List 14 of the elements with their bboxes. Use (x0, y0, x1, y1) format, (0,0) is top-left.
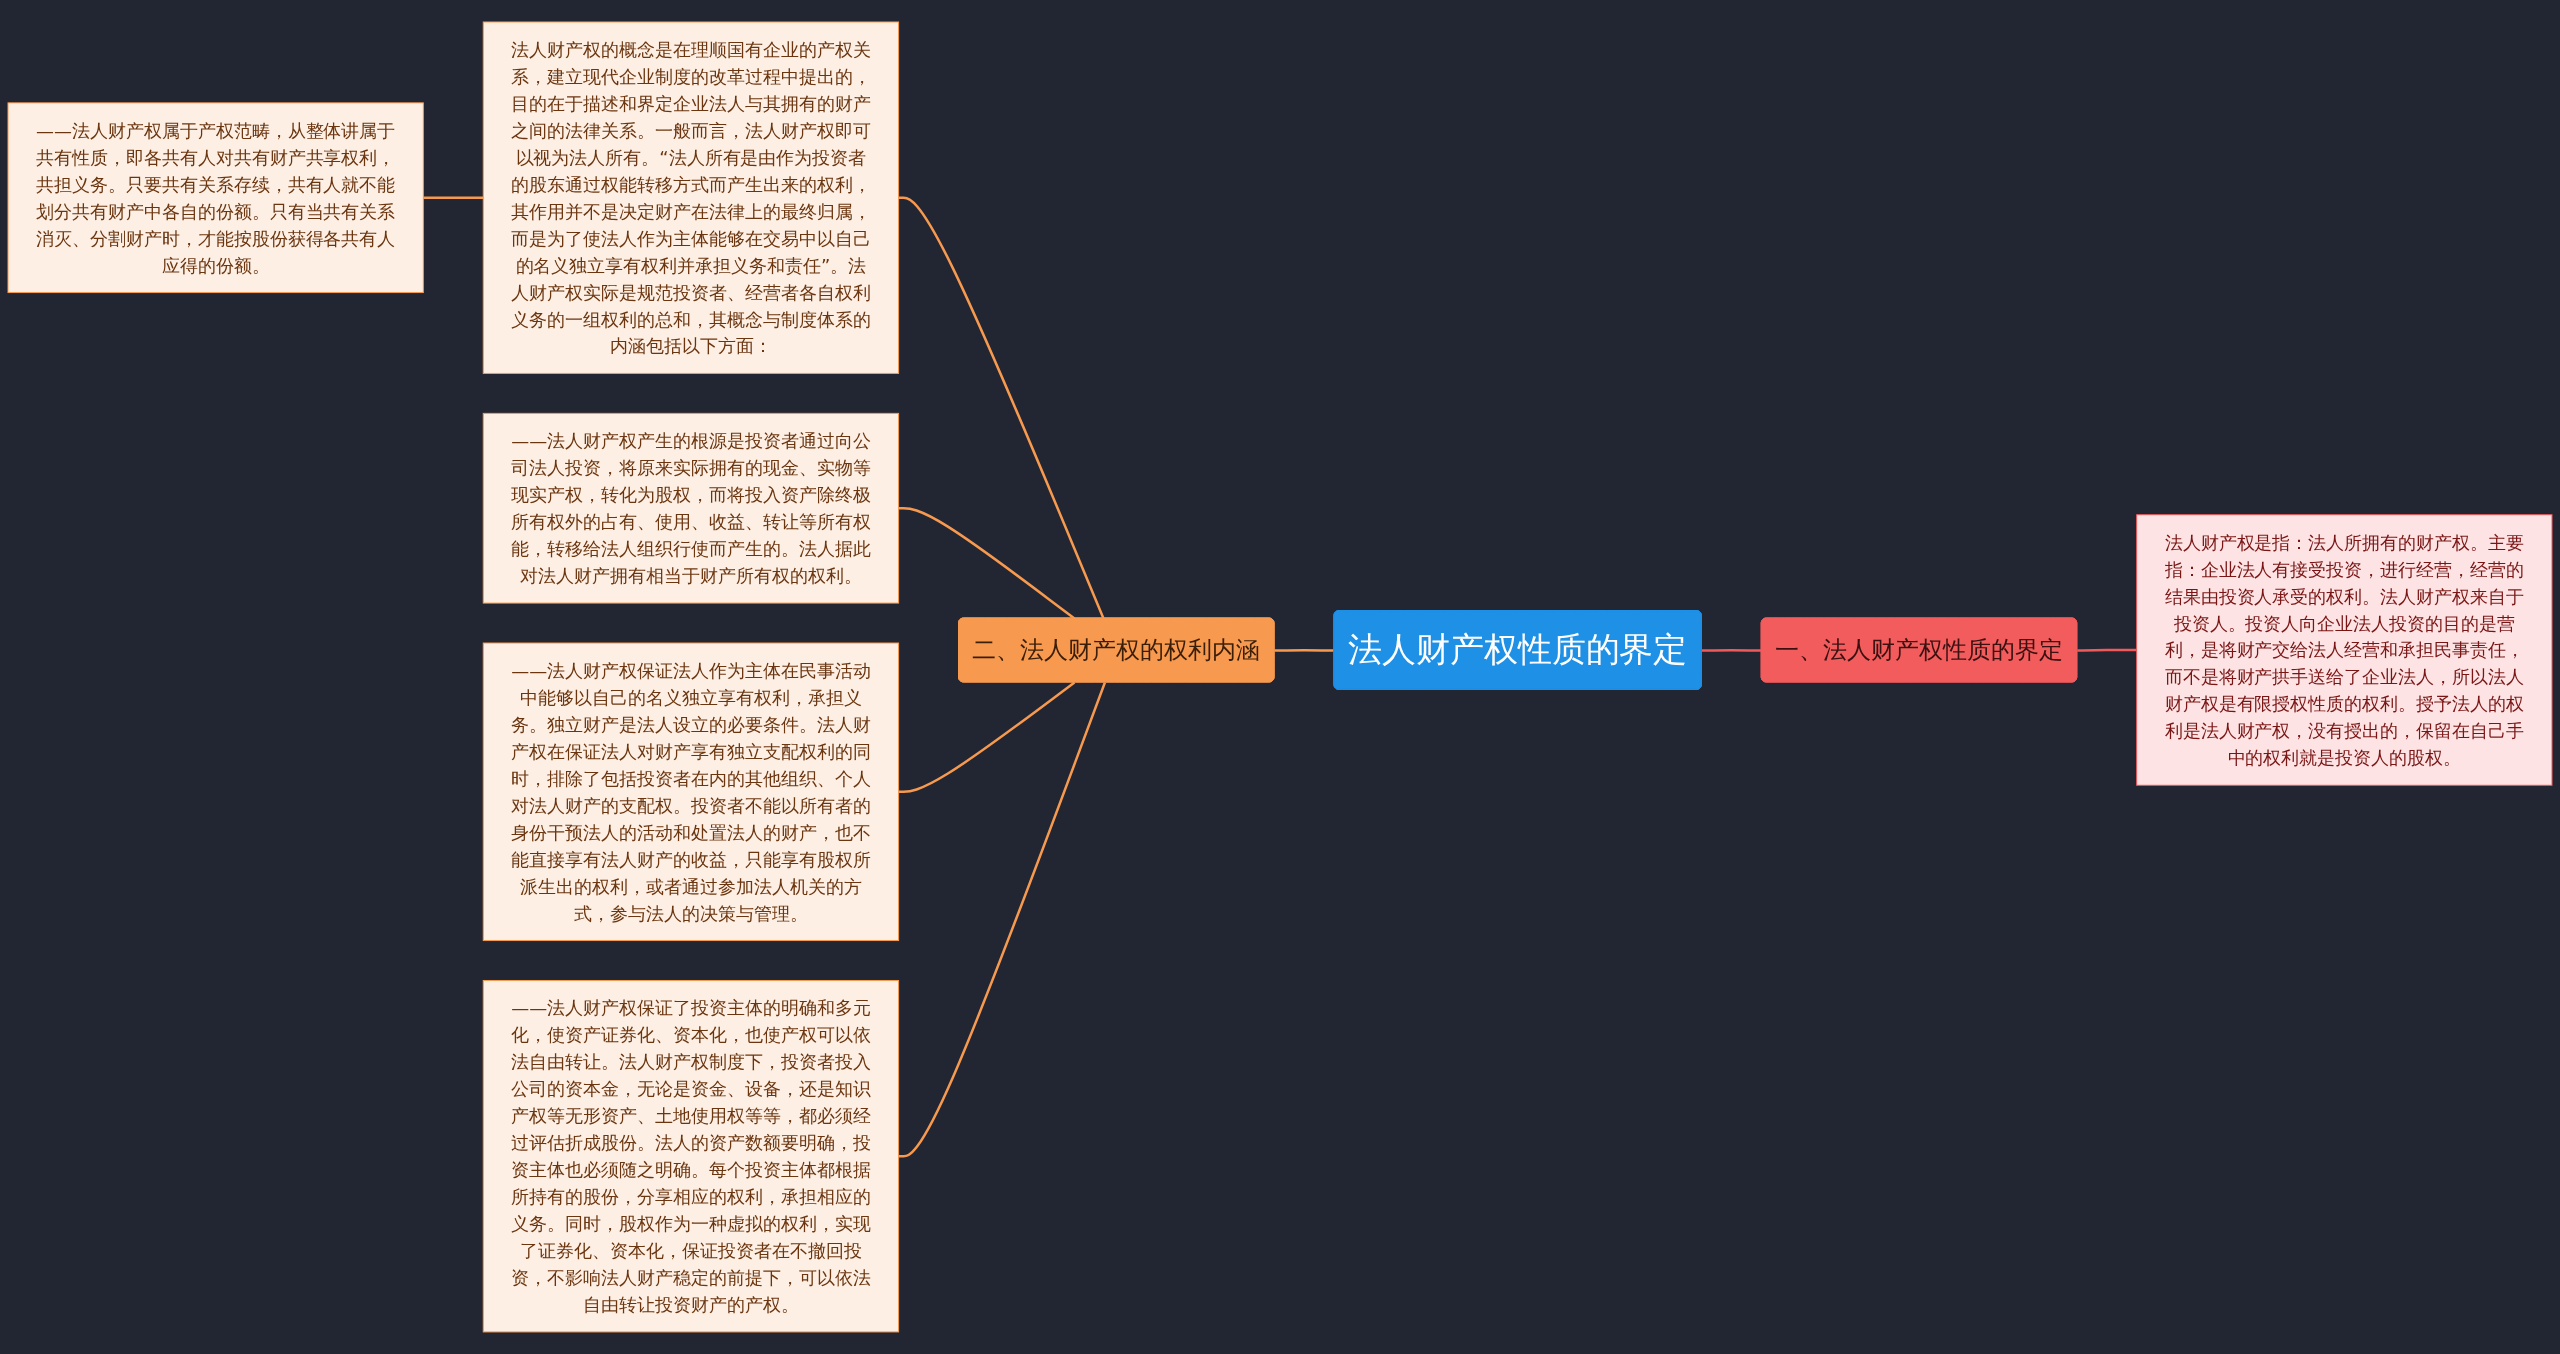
node-box: ——法人财产权产生的根源是投资者通过向公司法人投资，将原来实际拥有的现金、实物等现实产权，转化为股权，而将投入资产除终极所有权外的占有、使用、收益、转让等所有权能，转移给法人组织行使而产生的。法人据此对法人财产拥有相当于财产所有权的权利。 (482, 412, 900, 604)
connector (1274, 648, 1335, 652)
connector (898, 681, 1076, 794)
node-box: ——法人财产权属于产权范畴，从整体讲属于共有性质，即各共有人对共有财产共享权利，共担义务。只要共有关系存续，共有人就不能划分共有财产中各自的份额。只有当共有关系消灭、分割财产时，才能按股份获得各共有人应得的份额。 (7, 102, 424, 294)
node-box: ——法人财产权保证了投资主体的明确和多元化，使资产证券化、资本化，也使产权可以依法自由转让。法人财产权制度下，投资者投入公司的资本金，无论是资金、设备，还是知识产权等无形资产、土地使用权等等，都必须经过评估折成股份。法人的资产数额要明确，投资主体也必须随之明确。每个投资主体都根据所持有的股份，分享相应的权利，承担相应的义务。同时，股权作为一种虚拟的权利，实现了证券化、资本化，保证投资者在不撤回投资，不影响法人财产稳定的前提下，可以依法自由转让投资财产的产权。 (482, 980, 900, 1333)
connector (2077, 648, 2137, 652)
connector (898, 196, 1105, 620)
connector (1701, 648, 1762, 652)
connector (898, 507, 1076, 620)
node-box: ——法人财产权保证法人作为主体在民事活动中能够以自己的名义独立享有权利，承担义务。独立财产是法人设立的必要条件。法人财产权在保证法人对财产享有独立支配权利的同时，排除了包括投资者在内的其他组织、个人对法人财产的支配权。投资者不能以所有者的身份干预法人的活动和处置法人的财产，也不能直接享有法人财产的收益，只能享有股权所派生出的权利，或者通过参加法人机关的方式，参与法人的决策与管理。 (482, 642, 900, 942)
connector (898, 682, 1107, 1158)
node-box: 法人财产权是指：法人所拥有的财产权。主要指：企业法人有接受投资，进行经营，经营的结果由投资人承受的权利。法人财产权来自于投资人。投资人向企业法人投资的目的是营利，是将财产交给法人经营和承担民事责任，而不是将财产拱手送给了企业法人，所以法人财产权是有限授权性质的权利。授予法人的权利是法人财产权，没有授出的，保留在自己手中的权利就是投资人的股权。 (2136, 514, 2553, 786)
connector (423, 196, 484, 199)
node-box: 法人财产权的概念是在理顺国有企业的产权关系，建立现代企业制度的改革过程中提出的，目的在于描述和界定企业法人与其拥有的财产之间的法律关系。一般而言，法人财产权即可以视为法人所有。“法人所有是由作为投资者的股东通过权能转移方式而产生出来的权利，其作用并不是决定财产在法律上的最终归属，而是为了使法人作为主体能够在交易中以自己的名义独立享有权利并承担义务和责任”。法人财产权实际是规范投资者、经营者各自权利义务的一组权利的总和，其概念与制度体系的内涵包括以下方面： (482, 21, 900, 374)
